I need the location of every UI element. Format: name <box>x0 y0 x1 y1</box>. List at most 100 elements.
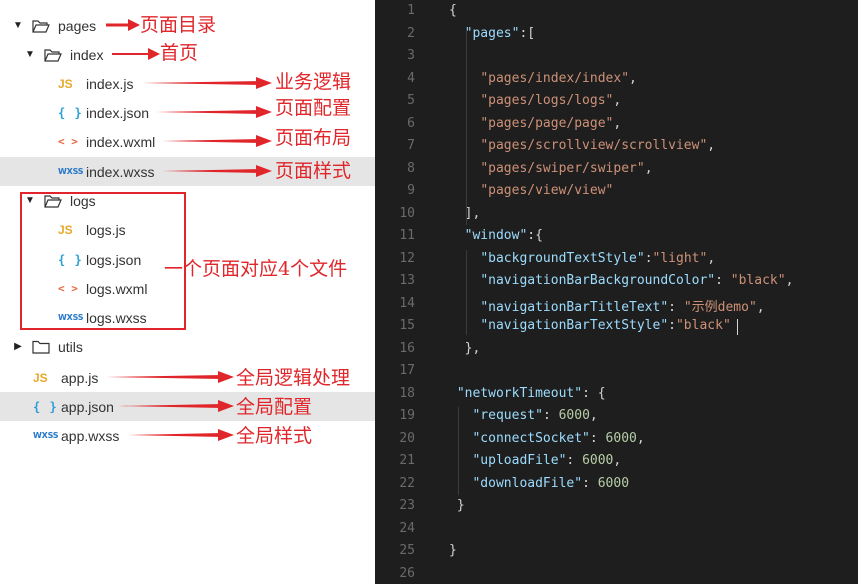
code-line[interactable]: "backgroundTextStyle":"light", <box>480 250 716 266</box>
code-line[interactable]: "window":{ <box>464 228 543 243</box>
arrow-icon <box>156 106 272 118</box>
line-number: 2 <box>407 25 415 41</box>
tree-label: app.json <box>61 398 114 415</box>
tree-label: logs.wxml <box>86 280 148 297</box>
code-line[interactable]: "navigationBarBackgroundColor": "black", <box>480 273 794 288</box>
tree-file-index-js[interactable]: JS index.js <box>0 69 375 98</box>
wxss-file-icon: WXSS <box>58 167 84 176</box>
tree-file-logs-wxml[interactable]: < > logs.wxml <box>0 274 375 303</box>
folder-open-icon <box>32 19 50 33</box>
tree-label: index.wxml <box>86 133 156 150</box>
code-line[interactable]: "pages/logs/logs", <box>480 93 622 108</box>
line-number: 15 <box>399 318 415 333</box>
caret-right-icon[interactable]: ▶ <box>14 341 22 352</box>
code-line[interactable]: "networkTimeout": { <box>456 385 606 401</box>
line-number: 23 <box>399 498 415 513</box>
arrow-icon <box>162 165 272 177</box>
annotation-wxss: 页面样式 <box>275 160 352 182</box>
line-number: 24 <box>399 520 415 536</box>
line-number: 12 <box>399 250 415 266</box>
caret-down-icon[interactable]: ▼ <box>13 20 23 31</box>
arrow-icon <box>106 371 234 383</box>
line-number: 25 <box>399 543 415 558</box>
tree-file-app-wxss[interactable]: WXSS app.wxss <box>0 421 375 450</box>
tree-folder-pages[interactable]: ▼ pages <box>0 11 375 40</box>
tree-label: index.js <box>86 75 134 92</box>
annotation-js: 业务逻辑 <box>275 71 352 93</box>
js-file-icon: JS <box>58 222 73 237</box>
code-line[interactable]: "pages":[ <box>464 25 536 41</box>
code-line[interactable]: "pages/index/index", <box>480 70 637 86</box>
line-number: 5 <box>407 93 415 108</box>
line-number: 14 <box>399 295 415 311</box>
indent-guide <box>458 407 459 495</box>
wxml-file-icon: < > <box>58 282 78 295</box>
annotation-json: 页面配置 <box>275 97 352 119</box>
code-line[interactable]: "pages/view/view" <box>480 183 614 198</box>
line-number: 22 <box>399 475 415 491</box>
line-number: 11 <box>399 228 415 243</box>
tree-file-index-json[interactable]: { } index.json <box>0 98 375 127</box>
code-line[interactable]: "connectSocket": 6000, <box>472 430 645 446</box>
arrow-icon <box>118 400 234 412</box>
tree-label: pages <box>58 17 97 34</box>
tree-file-index-wxml[interactable]: < > index.wxml <box>0 127 375 156</box>
tree-label: index.wxss <box>86 163 155 180</box>
tree-folder-index[interactable]: ▼ index <box>0 40 375 69</box>
code-line[interactable]: "uploadFile": 6000, <box>472 453 622 468</box>
js-file-icon: JS <box>58 76 73 91</box>
tree-label: utils <box>58 338 83 355</box>
line-number: 19 <box>399 408 415 423</box>
tree-file-app-js[interactable]: JS app.js <box>0 363 375 392</box>
line-number: 10 <box>399 205 415 221</box>
code-line[interactable]: "navigationBarTitleText": "示例demo", <box>480 299 765 315</box>
line-number: 13 <box>399 273 415 288</box>
code-line[interactable]: "request": 6000, <box>472 408 598 423</box>
tree-folder-logs[interactable]: ▼ logs <box>0 186 375 215</box>
tree-file-logs-wxss[interactable]: WXSS logs.wxss <box>0 303 375 332</box>
wxss-file-icon: WXSS <box>33 431 59 440</box>
file-tree: ▼ pages ▼ index JS index.js { } index.js… <box>0 0 375 584</box>
tree-label: index.json <box>86 104 150 121</box>
annotation-app-json: 全局配置 <box>236 396 313 418</box>
js-file-icon: JS <box>33 370 48 385</box>
code-line[interactable]: "pages/page/page", <box>480 115 622 131</box>
folder-open-icon <box>44 48 62 62</box>
code-line[interactable]: "navigationBarTextStyle":"black" <box>480 318 731 333</box>
annotation-logs: 一个页面对应4个文件 <box>164 258 348 280</box>
code-line[interactable]: "downloadFile": 6000 <box>472 475 630 491</box>
indent-guide <box>466 29 467 225</box>
tree-file-logs-js[interactable]: JS logs.js <box>0 215 375 244</box>
code-line[interactable]: ], <box>464 205 481 221</box>
tree-label: app.js <box>61 369 99 386</box>
arrow-icon <box>112 48 160 60</box>
json-file-icon: { } <box>58 105 83 120</box>
line-number: 4 <box>407 70 415 86</box>
tree-file-logs-json[interactable]: { } logs.json <box>0 245 375 274</box>
line-number: 21 <box>399 453 415 468</box>
tree-label: logs.json <box>86 251 142 268</box>
line-number: 3 <box>407 48 415 63</box>
text-cursor <box>737 319 738 335</box>
line-number: 8 <box>407 160 415 176</box>
line-number: 6 <box>407 115 415 131</box>
code-line[interactable]: } <box>456 498 465 513</box>
code-line[interactable]: }, <box>464 340 481 356</box>
code-line[interactable]: "pages/swiper/swiper", <box>480 160 653 176</box>
tree-folder-utils[interactable]: ▶ utils <box>0 332 375 361</box>
tree-label: app.wxss <box>61 427 120 444</box>
line-number: 26 <box>399 565 415 581</box>
json-file-icon: { } <box>33 399 58 414</box>
code-line[interactable]: "pages/scrollview/scrollview", <box>480 138 716 153</box>
code-line[interactable]: } <box>449 543 457 558</box>
line-number: 1 <box>407 3 415 18</box>
wxss-file-icon: WXSS <box>58 313 84 322</box>
caret-down-icon[interactable]: ▼ <box>25 195 35 206</box>
code-line[interactable]: { <box>449 3 457 18</box>
folder-closed-icon <box>32 340 50 354</box>
line-number: 18 <box>399 385 415 401</box>
arrow-icon <box>128 429 234 441</box>
tree-label: logs.wxss <box>86 309 147 326</box>
caret-down-icon[interactable]: ▼ <box>25 49 35 60</box>
